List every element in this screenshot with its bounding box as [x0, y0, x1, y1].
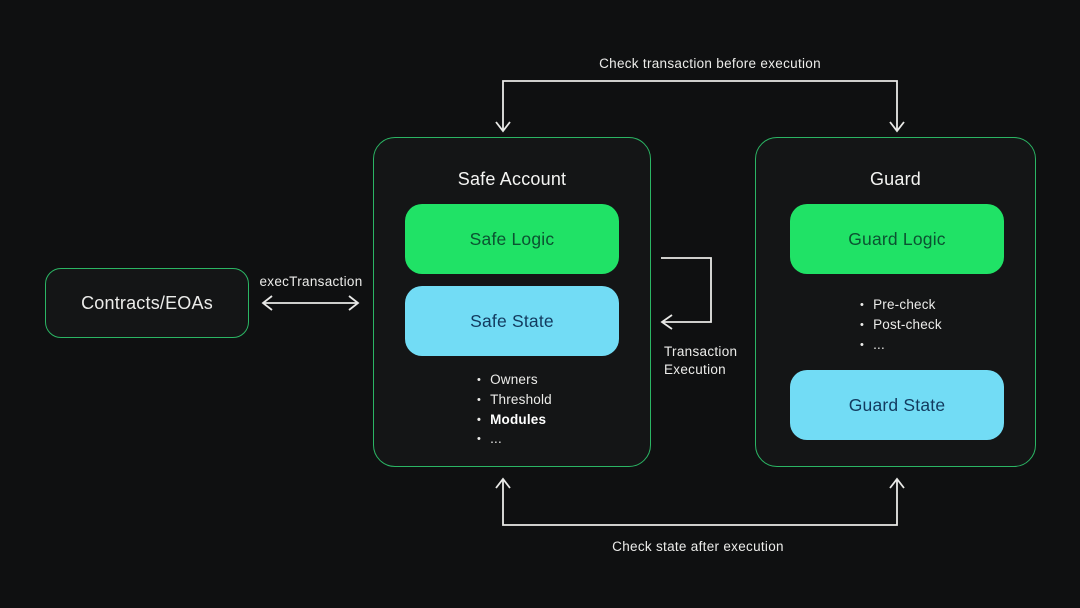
list-item: Owners	[477, 371, 552, 391]
exec-transaction-label: execTransaction	[259, 274, 363, 289]
guard-state-pill: Guard State	[790, 370, 1004, 440]
safe-logic-pill: Safe Logic	[405, 204, 619, 274]
guard-state-label: Guard State	[848, 394, 946, 415]
safe-state-label: Safe State	[470, 310, 554, 331]
guard-logic-pill: Guard Logic	[790, 204, 1004, 274]
contracts-eoas-box: Contracts/EOAs	[45, 268, 249, 338]
safe-state-pill: Safe State	[405, 286, 619, 356]
contracts-eoas-label: Contracts/EOAs	[81, 292, 213, 313]
list-item: ...	[477, 430, 552, 450]
list-item: Post-check	[860, 316, 942, 336]
transaction-execution-arrow	[660, 257, 712, 330]
list-item: Threshold	[477, 391, 552, 411]
guard-title: Guard	[869, 169, 922, 189]
guard-box: Guard Guard Logic Pre-check Post-check .…	[755, 137, 1036, 467]
list-item: Modules	[477, 411, 552, 431]
check-after-label: Check state after execution	[612, 539, 784, 554]
safe-account-box: Safe Account Safe Logic Safe State Owner…	[373, 137, 651, 467]
guard-logic-label: Guard Logic	[848, 228, 946, 249]
list-item: Pre-check	[860, 296, 942, 316]
safe-account-title: Safe Account	[457, 169, 567, 189]
guard-bullet-list: Pre-check Post-check ...	[860, 296, 942, 355]
transaction-execution-label: Transaction Execution	[664, 344, 738, 377]
safe-logic-label: Safe Logic	[469, 228, 555, 249]
check-before-arrow	[495, 80, 905, 133]
check-before-label: Check transaction before execution	[599, 56, 821, 71]
safe-account-bullet-list: Owners Threshold Modules ...	[477, 371, 552, 450]
list-item: ...	[860, 336, 942, 356]
check-after-arrow	[495, 477, 905, 526]
exec-transaction-arrow	[261, 295, 360, 311]
